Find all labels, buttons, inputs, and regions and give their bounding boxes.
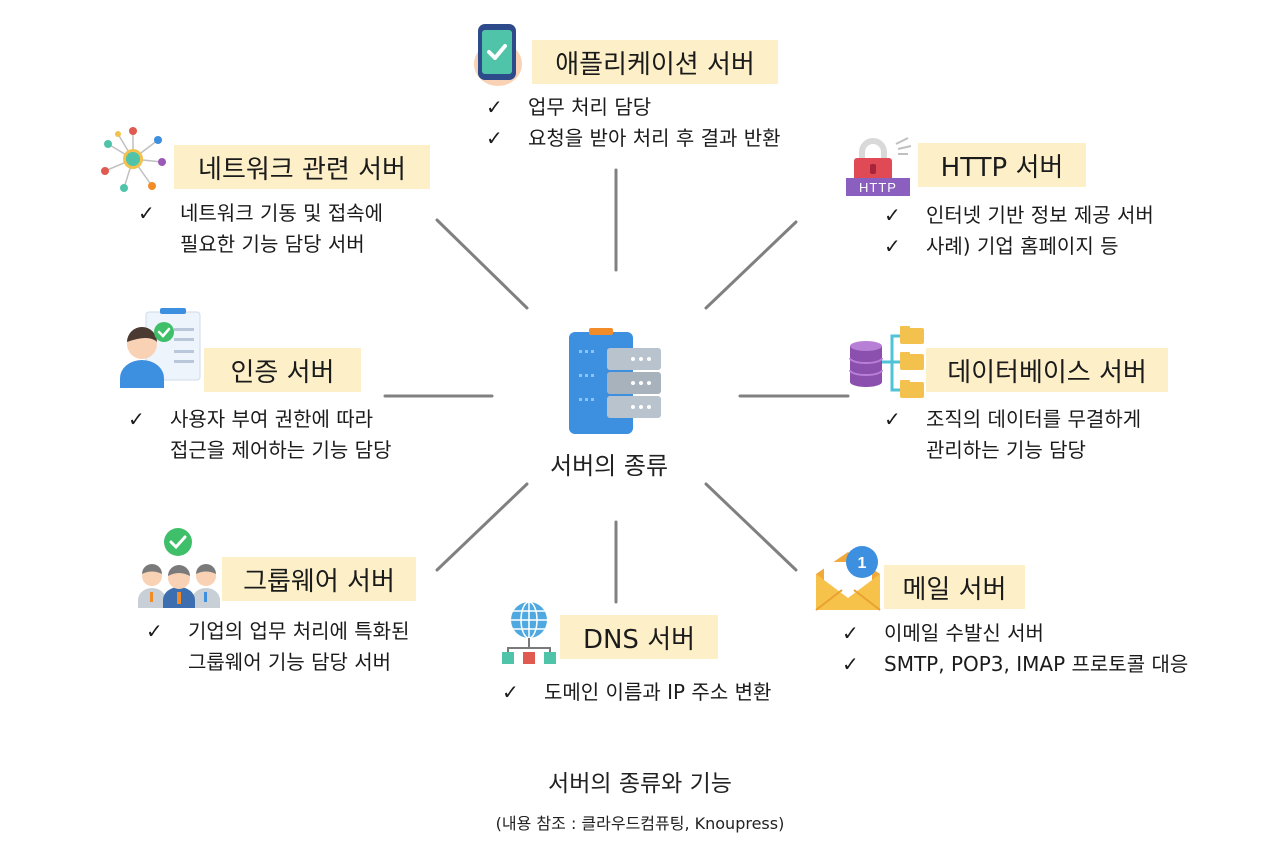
check-mark-icon: ✓ xyxy=(146,619,163,643)
check-mark-icon: ✓ xyxy=(842,621,859,645)
list-item: ✓ 기업의 업무 처리에 특화된 그룹웨어 기능 담당 서버 xyxy=(146,616,409,678)
auth-server-items: ✓ 사용자 부여 권한에 따라 접근을 제어하는 기능 담당 xyxy=(128,404,391,466)
center-label: 서버의 종류 xyxy=(550,452,669,480)
server-icon xyxy=(565,328,665,436)
http-lock-icon: HTTP xyxy=(844,134,914,198)
dns-server-items: ✓ 도메인 이름과 IP 주소 변환 xyxy=(502,677,771,708)
mail-notification-icon: 1 xyxy=(814,544,886,612)
mail-server-title: 메일 서버 xyxy=(884,565,1025,609)
network-server-items: ✓ 네트워크 기동 및 접속에 필요한 기능 담당 서버 xyxy=(138,198,383,260)
http-server-title: HTTP 서버 xyxy=(918,143,1086,187)
list-item: ✓ SMTP, POP3, IMAP 프로토콜 대응 xyxy=(842,649,1188,680)
check-mark-icon: ✓ xyxy=(884,234,901,258)
database-server-title: 데이터베이스 서버 xyxy=(926,348,1168,392)
check-mark-icon: ✓ xyxy=(842,652,859,676)
check-mark-icon: ✓ xyxy=(486,95,503,119)
connector-network xyxy=(435,218,529,310)
application-server-title: 애플리케이션 서버 xyxy=(532,40,778,84)
connector-groupware xyxy=(435,482,529,572)
connector-mail xyxy=(704,482,798,572)
network-server-title: 네트워크 관련 서버 xyxy=(174,145,430,189)
dns-server-title: DNS 서버 xyxy=(560,615,718,659)
list-item: ✓ 이메일 수발신 서버 xyxy=(842,618,1188,649)
check-mark-icon: ✓ xyxy=(138,201,155,225)
list-item: ✓ 인터넷 기반 정보 제공 서버 xyxy=(884,200,1154,231)
check-mark-icon: ✓ xyxy=(884,407,901,431)
groupware-server-items: ✓ 기업의 업무 처리에 특화된 그룹웨어 기능 담당 서버 xyxy=(146,616,409,678)
globe-network-icon xyxy=(498,600,560,666)
list-item: ✓ 사례) 기업 홈페이지 등 xyxy=(884,231,1154,262)
caption-source: (내용 참조 : 클라우드컴퓨팅, Knoupress) xyxy=(495,814,785,833)
check-mark-icon: ✓ xyxy=(884,203,901,227)
check-mark-icon: ✓ xyxy=(502,680,519,704)
connector-http xyxy=(704,220,798,310)
application-server-items: ✓ 업무 처리 담당 ✓ 요청을 받아 처리 후 결과 반환 xyxy=(486,92,781,154)
team-check-icon xyxy=(136,526,222,608)
list-item: ✓ 업무 처리 담당 xyxy=(486,92,781,123)
database-server-items: ✓ 조직의 데이터를 무결하게 관리하는 기능 담당 xyxy=(884,404,1141,466)
http-server-items: ✓ 인터넷 기반 정보 제공 서버 ✓ 사례) 기업 홈페이지 등 xyxy=(884,200,1154,262)
user-checklist-icon xyxy=(112,308,204,388)
list-item: ✓ 사용자 부여 권한에 따라 접근을 제어하는 기능 담당 xyxy=(128,404,391,466)
check-mark-icon: ✓ xyxy=(128,407,145,431)
list-item: ✓ 조직의 데이터를 무결하게 관리하는 기능 담당 xyxy=(884,404,1141,466)
list-item: ✓ 요청을 받아 처리 후 결과 반환 xyxy=(486,123,781,154)
list-item: ✓ 네트워크 기동 및 접속에 필요한 기능 담당 서버 xyxy=(138,198,383,260)
groupware-server-title: 그룹웨어 서버 xyxy=(222,557,416,601)
smartphone-check-icon xyxy=(470,22,530,88)
check-mark-icon: ✓ xyxy=(486,126,503,150)
network-nodes-icon xyxy=(100,126,166,192)
caption-title: 서버의 종류와 기능 xyxy=(548,771,732,797)
database-folders-icon xyxy=(846,326,926,402)
mail-server-items: ✓ 이메일 수발신 서버 ✓ SMTP, POP3, IMAP 프로토콜 대응 xyxy=(842,618,1188,680)
list-item: ✓ 도메인 이름과 IP 주소 변환 xyxy=(502,677,771,708)
auth-server-title: 인증 서버 xyxy=(204,348,361,392)
http-icon-label: HTTP xyxy=(859,180,897,195)
mail-badge-count: 1 xyxy=(858,555,867,572)
